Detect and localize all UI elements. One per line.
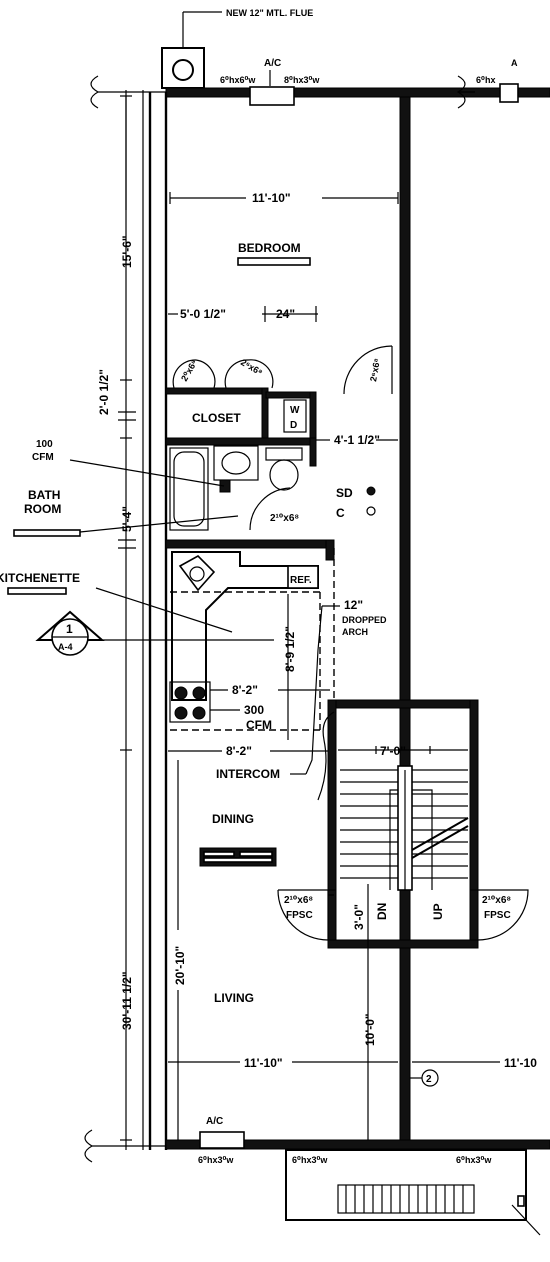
bedroom: 11'-10" BEDROOM 5'-0 1/2" 24" (168, 191, 399, 322)
bedroom-label: BEDROOM (238, 241, 301, 255)
fan-300-value: 300 (244, 703, 264, 717)
window-top-right: 6⁰hx (476, 75, 495, 85)
smoke-detector-label: SD (336, 486, 353, 500)
landing-dim: 10'-0" (363, 1013, 377, 1046)
bath-height-dim: 5'-4" (120, 506, 134, 532)
stair-core: 7'-0" (317, 699, 479, 891)
left-exterior-wall (118, 90, 168, 1150)
stair-door-left-type: FPSC (286, 910, 313, 921)
living-label: LIVING (214, 991, 254, 1005)
kitchen-width-2: 8'-2" (226, 744, 252, 758)
closet-label: CLOSET (192, 411, 241, 425)
ac-label-top-right: A (511, 58, 518, 68)
ac-label-top: A/C (264, 58, 281, 69)
ref-label: REF. (290, 575, 312, 586)
closet-door-dim: 24" (276, 307, 295, 321)
closet-area: 2⁰x6⁸ 2⁶x6⁸ CLOSET W D 2⁶x6⁸ (165, 345, 393, 441)
dining-label: DINING (212, 812, 254, 826)
fan-300-unit: CFM (246, 718, 272, 732)
intercom: INTERCOM (216, 605, 323, 781)
stair-treads (340, 769, 468, 879)
stair-down-label: DN (375, 903, 389, 920)
fan-100-value: 100 (36, 439, 53, 450)
window-bottom-right: 6⁰hx3⁰w (456, 1155, 492, 1165)
left-dimension-strings: 15'-6" 2'-0 1/2" 5'-4" 30'-11 1/2" (97, 96, 134, 1030)
bathroom: 4'-1 1/2" SD C 2¹⁰x6⁸ BATH ROOM 100 CFM (13, 433, 398, 537)
bedroom-height-dim: 15'-6" (120, 235, 134, 268)
window-top-left: 6⁰hx6⁰w (220, 75, 256, 85)
fan-100-unit: CFM (32, 452, 54, 463)
window-top-mid: 8⁰hx3⁰w (284, 75, 320, 85)
dryer-label: D (290, 420, 297, 431)
bath-door-size: 2¹⁰x6⁸ (270, 513, 299, 524)
ac-label-bottom: A/C (206, 1116, 223, 1127)
living-height-dim: 20'-10" (173, 946, 187, 985)
section-number: 1 (66, 622, 73, 636)
bedroom-width-dim: 11'-10" (252, 191, 291, 205)
section-sheet: A-4 (58, 642, 73, 652)
arch-note-2: DROPPED (342, 615, 387, 625)
bedroom-right-door-size: 2⁶x6⁸ (368, 358, 382, 383)
top-exterior-wall: A/C 6⁰hx6⁰w 8⁰hx3⁰w 6⁰hx A (90, 58, 550, 109)
bath-label-1: BATH (28, 488, 60, 502)
landing-small-dim: 3'-0" (352, 904, 366, 930)
intercom-label: INTERCOM (216, 767, 280, 781)
dining-living: DINING 20'-10" LIVING 11'-10" 11'-10 2 (168, 760, 537, 1140)
hall-width-dim: 4'-1 1/2" (334, 433, 380, 447)
bath-label-2: ROOM (24, 502, 61, 516)
living-width-dim: 11'-10" (244, 1056, 283, 1070)
stair-door-right-size: 2¹⁰x6⁸ (482, 895, 511, 906)
co-detector-label: C (336, 506, 345, 520)
stair-door-right-type: FPSC (484, 910, 511, 921)
kitchen-depth-dim: 8'-9 1/2" (283, 626, 297, 672)
bottom-exterior-wall: A/C 6⁰hx3⁰w 6⁰hx3⁰w 6⁰hx3⁰w (84, 1116, 550, 1236)
flue-note: NEW 12" MTL. FLUE (226, 8, 313, 18)
living-width-right-dim: 11'-10 (504, 1056, 537, 1070)
washer-label: W (290, 405, 300, 416)
hall-dim: 2'-0 1/2" (97, 369, 111, 415)
window-bottom-left: 6⁰hx3⁰w (198, 1155, 234, 1165)
section-marker: 1 A-4 (35, 610, 274, 656)
arch-note-3: ARCH (342, 627, 368, 637)
window-bottom-mid: 6⁰hx3⁰w (292, 1155, 328, 1165)
kitchenette-label: KITCHENETTE (0, 571, 80, 585)
closet-width-dim: 5'-0 1/2" (180, 307, 226, 321)
stair-landing: 2¹⁰x6⁸ FPSC 2¹⁰x6⁸ FPSC 3'-0" DN UP 10'-… (277, 884, 529, 1140)
stair-width-dim: 7'-0" (380, 744, 406, 758)
right-party-wall (399, 96, 411, 1141)
left-dimension-ticks (120, 95, 132, 1141)
balcony-railing (345, 1185, 464, 1213)
stair-up-label: UP (431, 903, 445, 920)
kitchenette: REF. 8'-9 1/2" 8'-2" 300 CFM 8'-2" 12" D… (0, 539, 387, 758)
closet-door-size: 2⁰x6⁸ (179, 358, 199, 383)
stair-door-left-size: 2¹⁰x6⁸ (284, 895, 313, 906)
grid-marker: 2 (426, 1074, 432, 1085)
arch-note-1: 12" (344, 598, 363, 612)
living-total-dim: 30'-11 1/2" (120, 971, 134, 1030)
kitchen-width-1: 8'-2" (232, 683, 258, 697)
